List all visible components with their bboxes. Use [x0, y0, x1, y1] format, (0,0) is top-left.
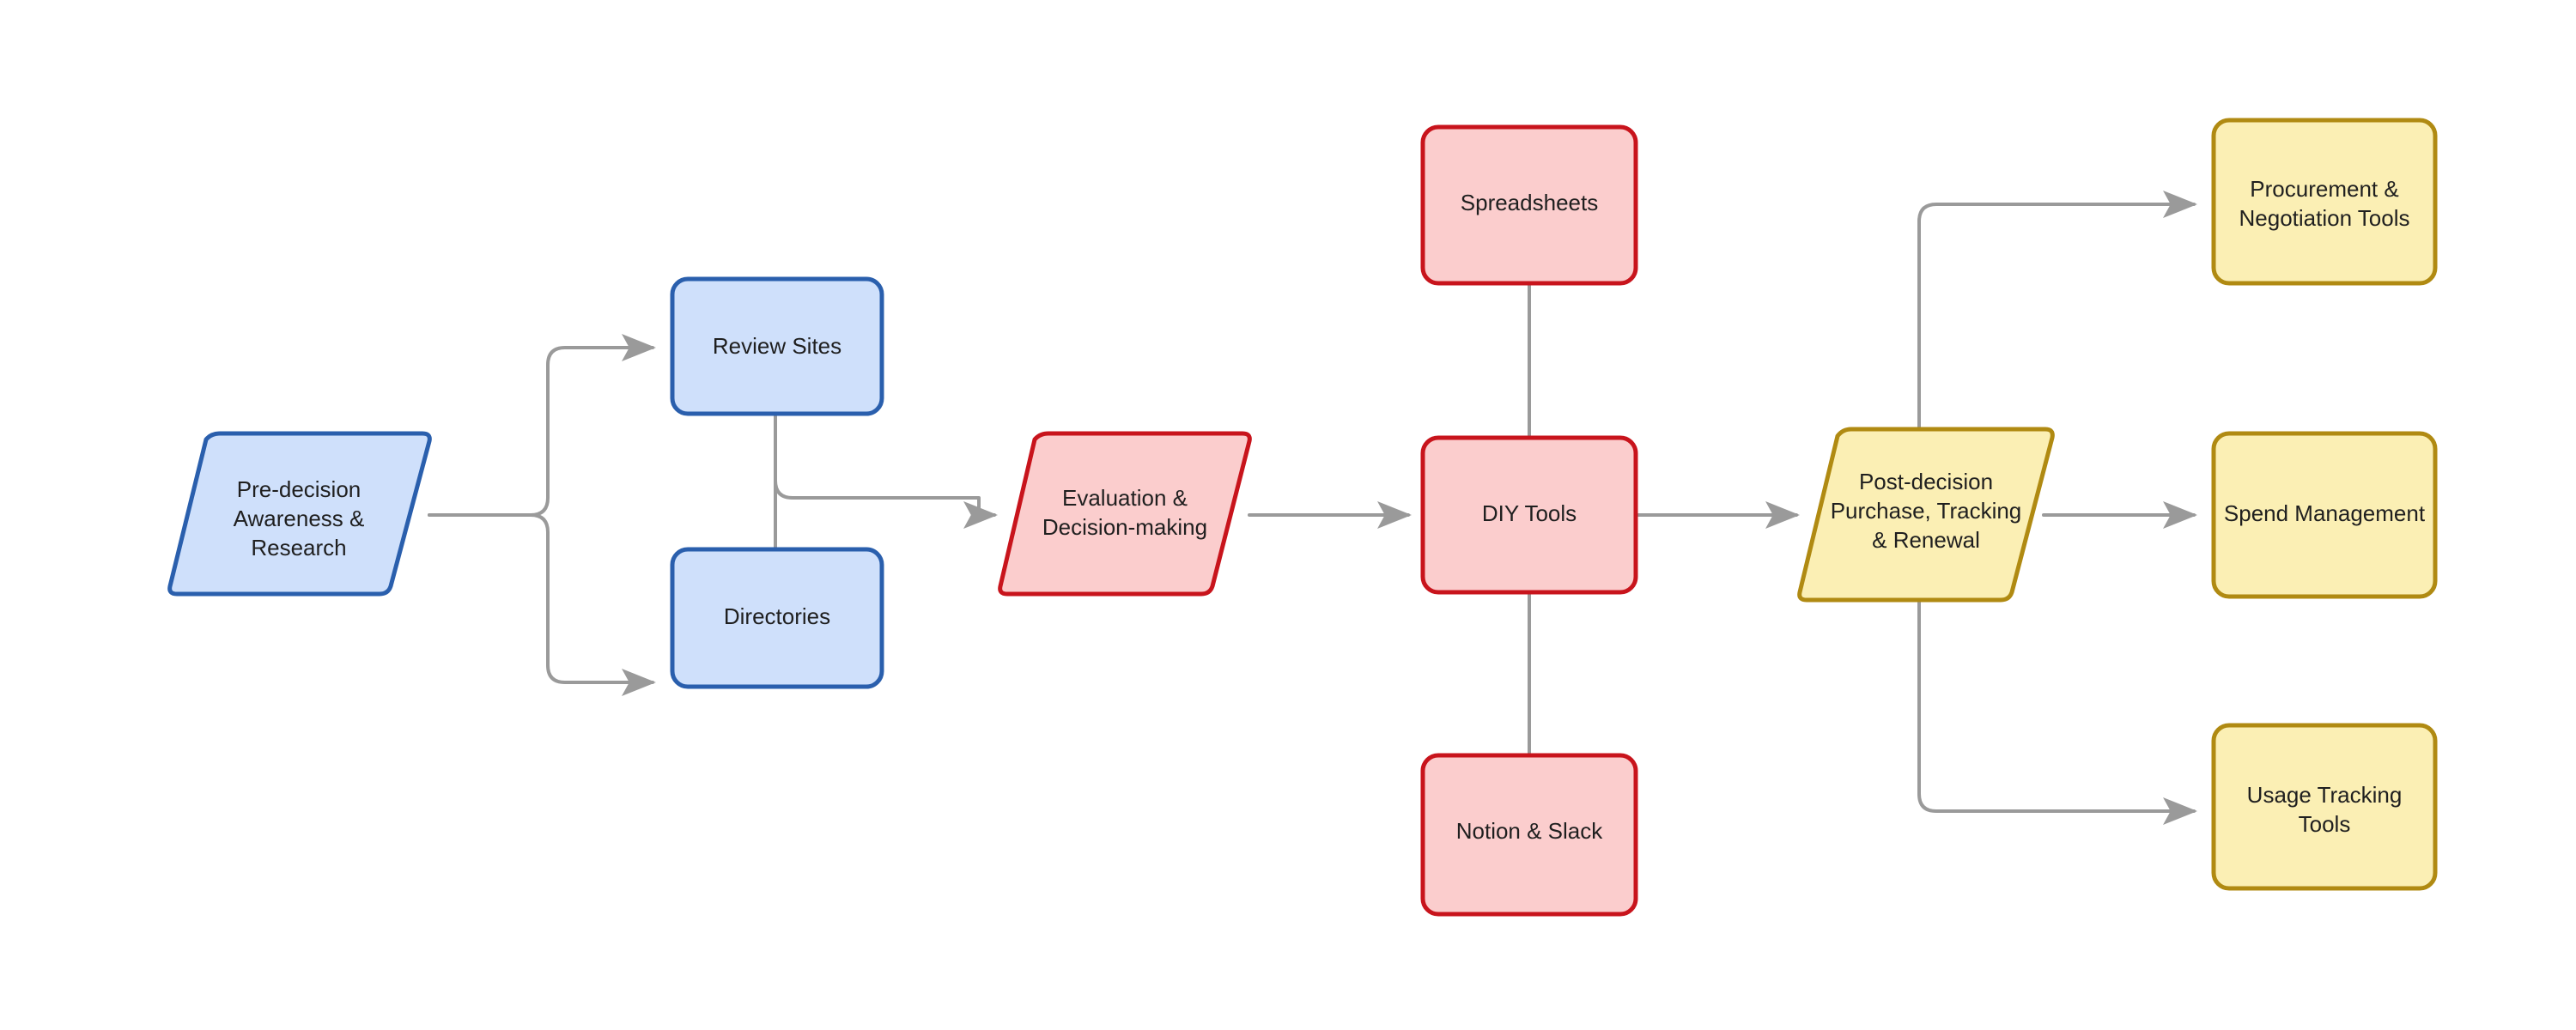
edge-postdecision-to-procurement: [1917, 191, 2197, 431]
usage-tracking-shape: [2211, 723, 2438, 891]
post-decision-label-line2: Purchase, Tracking: [1831, 498, 2022, 524]
node-directories[interactable]: Directories: [670, 547, 884, 689]
edge-reviewsites-to-evaluation: [774, 479, 998, 529]
procurement-shape: [2211, 118, 2438, 286]
notion-slack-shape: [1420, 753, 1638, 917]
spreadsheets-label: Spreadsheets: [1461, 190, 1598, 215]
spend-management-label: Spend Management: [2224, 500, 2426, 526]
edge-predecision-to-directories: [428, 513, 656, 696]
notion-slack-label: Notion & Slack: [1456, 818, 1604, 844]
review-sites-shape: [670, 276, 884, 416]
node-spend-management[interactable]: Spend Management: [2211, 431, 2438, 599]
node-procurement[interactable]: Procurement & Negotiation Tools: [2211, 118, 2438, 286]
usage-tracking-label-line1: Usage Tracking: [2247, 782, 2403, 808]
node-pre-decision[interactable]: Pre-decision Awareness & Research: [167, 431, 432, 597]
pre-decision-label-line1: Pre-decision: [237, 476, 361, 502]
node-post-decision[interactable]: Post-decision Purchase, Tracking & Renew…: [1797, 427, 2055, 603]
node-review-sites[interactable]: Review Sites: [670, 276, 884, 416]
pre-decision-label-line3: Research: [251, 535, 346, 560]
spreadsheets-shape: [1420, 124, 1638, 286]
spend-management-shape: [2211, 431, 2438, 599]
pre-decision-shape: [167, 431, 432, 597]
edge-predecision-to-reviewsites: [428, 334, 656, 517]
evaluation-shape: [998, 431, 1252, 597]
node-diy-tools[interactable]: DIY Tools: [1420, 435, 1638, 595]
procurement-label-line2: Negotiation Tools: [2239, 205, 2410, 231]
evaluation-label-line2: Decision-making: [1042, 514, 1207, 540]
node-notion-slack[interactable]: Notion & Slack: [1420, 753, 1638, 917]
pre-decision-label-line2: Awareness &: [234, 506, 365, 531]
node-evaluation[interactable]: Evaluation & Decision-making: [998, 431, 1252, 597]
evaluation-label-line1: Evaluation &: [1062, 485, 1188, 511]
diy-tools-label: DIY Tools: [1482, 500, 1577, 526]
node-usage-tracking[interactable]: Usage Tracking Tools: [2211, 723, 2438, 891]
directories-shape: [670, 547, 884, 689]
procurement-label-line1: Procurement &: [2250, 176, 2398, 202]
diy-tools-shape: [1420, 435, 1638, 595]
directories-label: Directories: [724, 603, 830, 629]
edge-layer: [428, 191, 2197, 825]
post-decision-label-line1: Post-decision: [1859, 469, 1993, 494]
edge-postdecision-to-usagetracking: [1917, 599, 2197, 825]
node-spreadsheets[interactable]: Spreadsheets: [1420, 124, 1638, 286]
review-sites-label: Review Sites: [713, 333, 841, 359]
usage-tracking-label-line2: Tools: [2299, 811, 2351, 837]
post-decision-shape: [1797, 427, 2055, 603]
post-decision-label-line3: & Renewal: [1872, 527, 1980, 553]
